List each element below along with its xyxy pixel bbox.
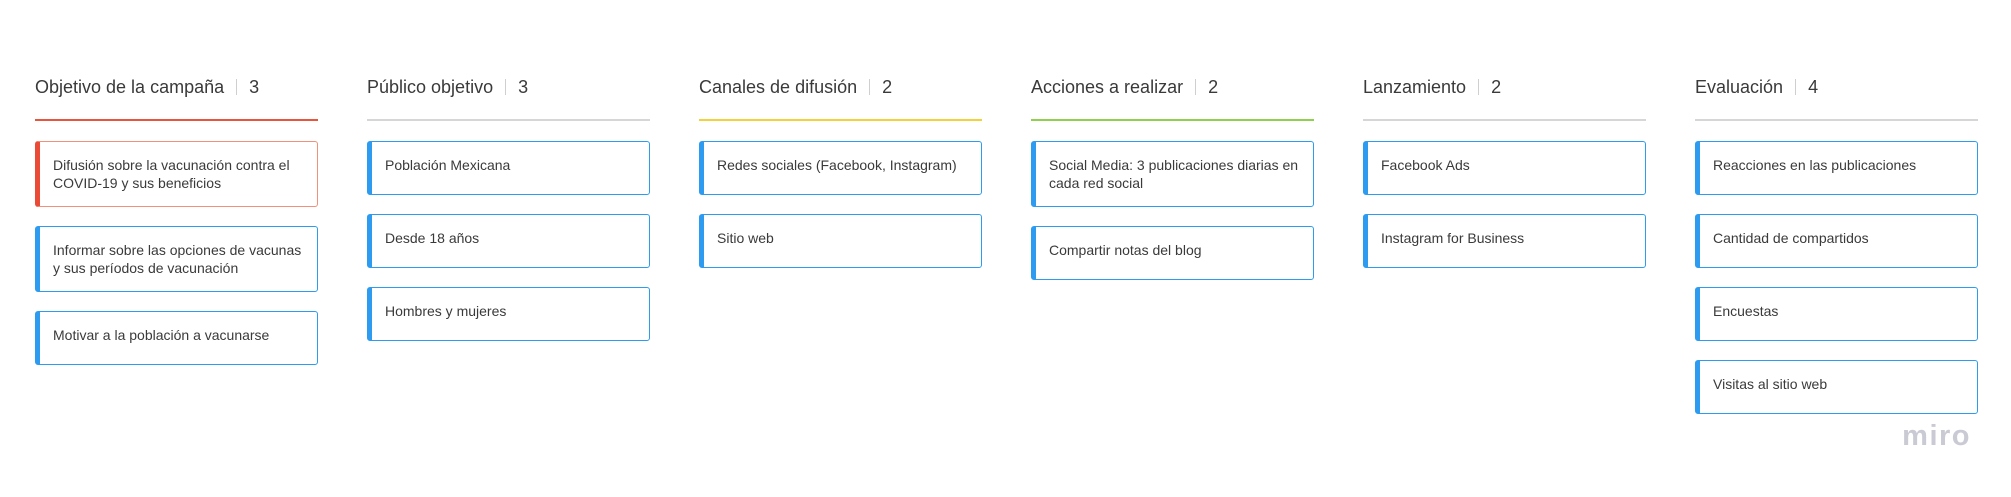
- card-list: Difusión sobre la vacunación contra el C…: [35, 141, 318, 365]
- kanban-card[interactable]: Reacciones en las publicaciones: [1695, 141, 1978, 195]
- kanban-card[interactable]: Cantidad de compartidos: [1695, 214, 1978, 268]
- column-title: Objetivo de la campaña: [35, 76, 225, 97]
- kanban-card[interactable]: Instagram for Business: [1363, 214, 1646, 268]
- kanban-card[interactable]: Social Media: 3 publicaciones diarias en…: [1031, 141, 1314, 207]
- kanban-card[interactable]: Encuestas: [1695, 287, 1978, 341]
- column-color-bar: [1695, 119, 1978, 121]
- miro-logo: miro: [1902, 420, 1971, 452]
- kanban-card[interactable]: Compartir notas del blog: [1031, 226, 1314, 280]
- column-color-bar: [699, 119, 982, 121]
- column-card-count: 3: [518, 76, 529, 97]
- kanban-card[interactable]: Informar sobre las opciones de vacunas y…: [35, 226, 318, 292]
- column-header[interactable]: Objetivo de la campaña 3: [35, 74, 318, 100]
- column-card-count: 4: [1808, 76, 1819, 97]
- kanban-card[interactable]: Redes sociales (Facebook, Instagram): [699, 141, 982, 195]
- column-header-divider: [1478, 79, 1480, 95]
- column-header[interactable]: Público objetivo 3: [367, 74, 650, 100]
- column-header[interactable]: Lanzamiento 2: [1363, 74, 1646, 100]
- kanban-card[interactable]: Facebook Ads: [1363, 141, 1646, 195]
- kanban-card[interactable]: Desde 18 años: [367, 214, 650, 268]
- column-title: Evaluación: [1695, 76, 1784, 97]
- column-header[interactable]: Canales de difusión 2: [699, 74, 982, 100]
- column-card-count: 2: [1491, 76, 1502, 97]
- card-list: Redes sociales (Facebook, Instagram) Siti…: [699, 141, 982, 268]
- card-list: Social Media: 3 publicaciones diarias en…: [1031, 141, 1314, 280]
- column-title: Canales de difusión: [699, 76, 858, 97]
- kanban-card[interactable]: Sitio web: [699, 214, 982, 268]
- column-color-bar: [1031, 119, 1314, 121]
- column-color-bar: [367, 119, 650, 121]
- kanban-card[interactable]: Visitas al sitio web: [1695, 360, 1978, 414]
- column-card-count: 2: [882, 76, 893, 97]
- kanban-card[interactable]: Hombres y mujeres: [367, 287, 650, 341]
- column-header-divider: [505, 79, 507, 95]
- kanban-card[interactable]: Población Mexicana: [367, 141, 650, 195]
- column-header-divider: [869, 79, 871, 95]
- kanban-card[interactable]: Motivar a la población a vacunarse: [35, 311, 318, 365]
- column-color-bar: [1363, 119, 1646, 121]
- column-title: Lanzamiento: [1363, 76, 1467, 97]
- kanban-card[interactable]: Difusión sobre la vacunación contra el C…: [35, 141, 318, 207]
- column-header-divider: [1795, 79, 1797, 95]
- column-header[interactable]: Evaluación 4: [1695, 74, 1978, 100]
- column-header-divider: [236, 79, 238, 95]
- column-title: Público objetivo: [367, 76, 494, 97]
- column-title: Acciones a realizar: [1031, 76, 1184, 97]
- column-card-count: 2: [1208, 76, 1219, 97]
- column-header[interactable]: Acciones a realizar 2: [1031, 74, 1314, 100]
- column-color-bar: [35, 119, 318, 121]
- column-header-divider: [1195, 79, 1197, 95]
- column-card-count: 3: [249, 76, 260, 97]
